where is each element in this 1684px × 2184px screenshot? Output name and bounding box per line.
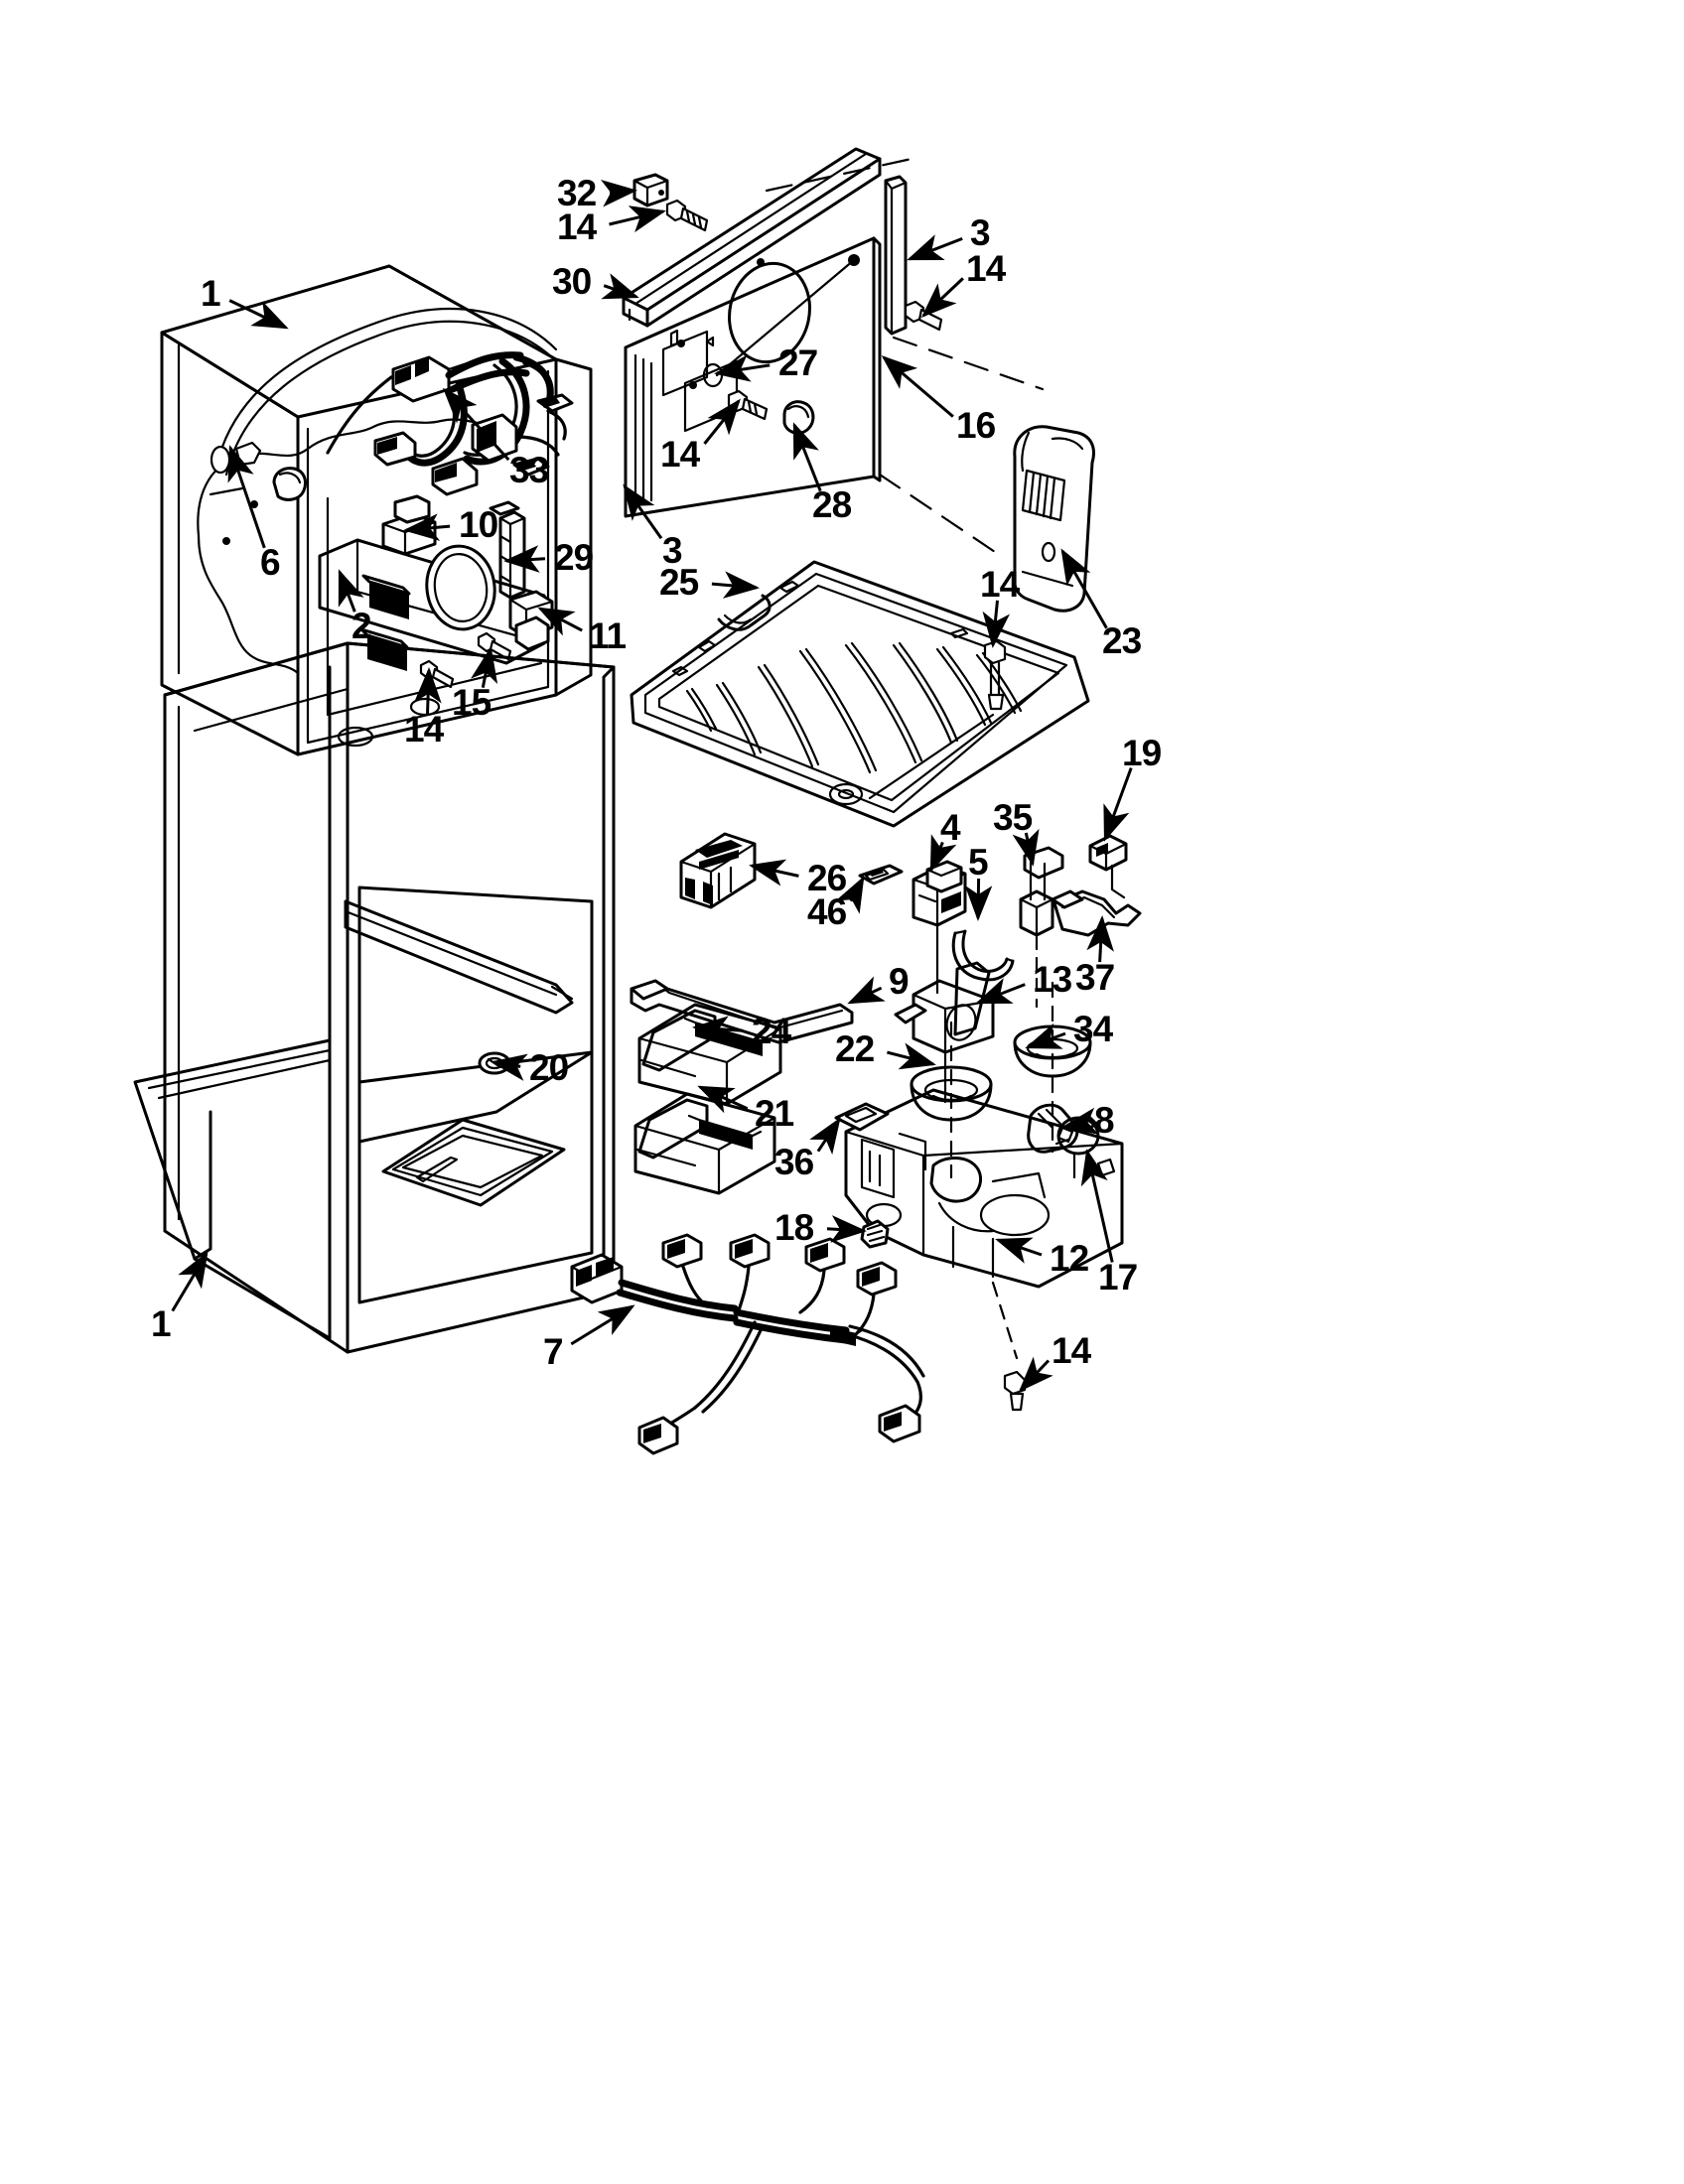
callout-number-5: 5 bbox=[968, 842, 989, 883]
callout-number-1: 1 bbox=[151, 1303, 172, 1344]
callout-number-35: 35 bbox=[993, 797, 1033, 838]
callout-number-4: 4 bbox=[940, 807, 961, 848]
callout-number-36: 36 bbox=[774, 1142, 814, 1182]
callout-number-26: 26 bbox=[807, 858, 847, 898]
callout-number-33: 33 bbox=[509, 450, 549, 490]
drip-pan-art bbox=[630, 560, 1090, 828]
callout-number-18: 18 bbox=[774, 1207, 814, 1248]
relay-terminal-art bbox=[679, 832, 904, 909]
callout-number-3: 3 bbox=[970, 212, 991, 253]
callout-number-12: 12 bbox=[1050, 1238, 1089, 1279]
callout-number-23: 23 bbox=[1102, 620, 1142, 661]
callout-number-17: 17 bbox=[1098, 1257, 1138, 1297]
strap-9-art bbox=[630, 979, 854, 1044]
callout-number-32: 32 bbox=[557, 173, 597, 213]
callout-number-10: 10 bbox=[459, 504, 498, 545]
top-trim-parts-art bbox=[622, 147, 913, 328]
callout-number-2: 2 bbox=[351, 606, 372, 646]
callout-number-27: 27 bbox=[778, 342, 818, 383]
callout-number-6: 6 bbox=[260, 542, 281, 583]
light-shield-art bbox=[1013, 425, 1095, 613]
callout-number-14: 14 bbox=[660, 434, 700, 475]
callout-number-30: 30 bbox=[552, 261, 592, 302]
callout-number-14: 14 bbox=[980, 564, 1020, 605]
callout-number-14: 14 bbox=[404, 709, 444, 750]
callout-number-15: 15 bbox=[452, 682, 491, 723]
callout-number-7: 7 bbox=[543, 1331, 564, 1372]
callout-number-14: 14 bbox=[1052, 1330, 1091, 1371]
callout-number-29: 29 bbox=[554, 537, 594, 578]
callout-number-3: 3 bbox=[662, 530, 683, 571]
callout-number-25: 25 bbox=[659, 562, 699, 603]
callout-number-14: 14 bbox=[966, 248, 1006, 289]
callout-number-28: 28 bbox=[812, 484, 852, 525]
callout-number-1: 1 bbox=[201, 273, 221, 314]
callout-number-8: 8 bbox=[1094, 1100, 1115, 1141]
callout-number-34: 34 bbox=[1073, 1009, 1113, 1049]
callout-number-37: 37 bbox=[1075, 957, 1115, 998]
callout-number-9: 9 bbox=[889, 961, 910, 1002]
callout-number-14: 14 bbox=[557, 206, 597, 247]
callout-number-13: 13 bbox=[1033, 959, 1072, 1000]
callout-number-46: 46 bbox=[807, 891, 847, 932]
callout-number-21: 21 bbox=[755, 1093, 794, 1134]
callout-number-22: 22 bbox=[835, 1028, 875, 1069]
callout-number-11: 11 bbox=[589, 615, 627, 656]
wire-harness-lower-art bbox=[570, 1233, 925, 1455]
grommets-art bbox=[910, 981, 1092, 1179]
cabinet-lower-shell-art bbox=[133, 641, 616, 1354]
callout-number-24: 24 bbox=[752, 1011, 791, 1051]
callout-number-20: 20 bbox=[529, 1047, 569, 1088]
callout-number-19: 19 bbox=[1122, 733, 1162, 773]
callout-number-16: 16 bbox=[956, 405, 996, 446]
